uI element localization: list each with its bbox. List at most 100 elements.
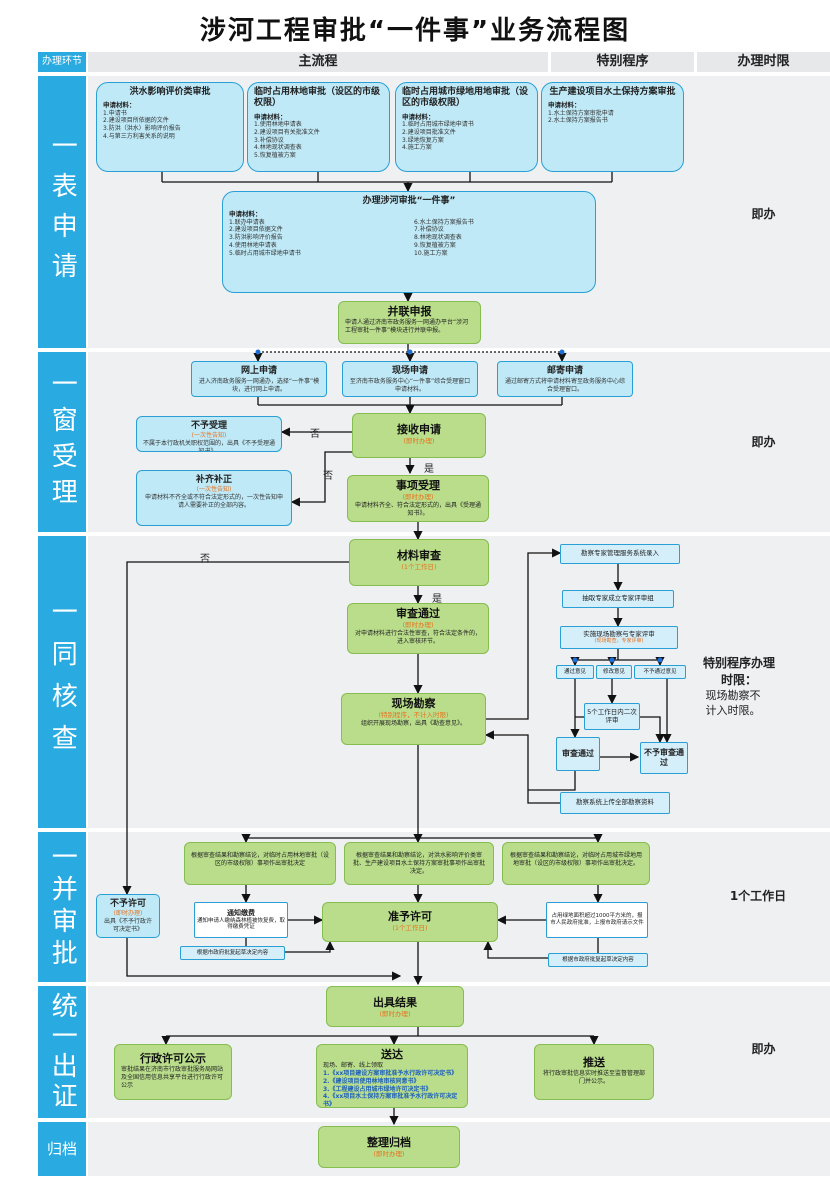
- stage-approve: 一并审批: [38, 832, 86, 982]
- special-step-1: 勘察专家管理服务系统录入: [560, 544, 680, 564]
- stage-accept: 一窗受理: [38, 352, 86, 532]
- apply-box-soil-item: 1.水土保持方案审批申请: [548, 109, 614, 117]
- survey-fail-box: 不予审查通过: [640, 742, 688, 774]
- supplement-desc: 申请材料不齐全或不符合法定形式的，一次性告知申请人需要补正的全部内容。: [144, 494, 283, 509]
- arrow-material-no: [122, 561, 349, 896]
- apply-combined-item: 5.临时占用城市绿地申请书: [229, 249, 301, 257]
- dot-onsite: [407, 349, 413, 355]
- publicity-desc: 审批结果在济南市行政审批服务局网站及全国信用信息共享平台进行行政许可公示: [121, 1066, 224, 1089]
- result-title: 出具结果: [373, 996, 417, 1009]
- apply-combined-item: 10.施工方案: [414, 249, 448, 257]
- reject-sub: (一次性告知): [191, 432, 227, 440]
- deliver-box: 送达 现场、邮寄、线上领取 1.《xx项目建设方案审批准予水行政许可决定书》 2…: [316, 1044, 468, 1108]
- noperm-sub: (即时办理): [113, 910, 143, 918]
- arrow-special-back: [484, 730, 529, 790]
- special-step-3-note: (现场勘查，专家评审): [594, 638, 644, 645]
- material-review-box: 材料审查 (1个工作日): [349, 539, 489, 586]
- time-issue: 即办: [751, 1042, 776, 1056]
- special-step-2: 抽取专家成立专家评审组: [562, 590, 674, 608]
- archive-title: 整理归档: [367, 1136, 411, 1149]
- online-apply-desc: 进入济南政务服务一网通办，选择“一件事”模块，进行网上申请。: [198, 378, 320, 394]
- opinion-reject: 不予通过意见: [634, 665, 686, 679]
- result-box: 出具结果 (即时办理): [326, 986, 464, 1027]
- review-pass-desc: 对申请材料进行合法性审查，符合法定条件的，进入审核环节。: [354, 629, 481, 645]
- header-main: 主流程: [88, 52, 548, 72]
- apply-box-soil-title: 生产建设项目水土保持方案审批: [549, 87, 676, 97]
- fee-title: 通知缴费: [227, 909, 255, 918]
- decision-green: 根据审查结果和勘察结论，对临时占用城市绿地用地审批（设区的市级权限）事项作出审批…: [502, 842, 650, 885]
- apply-box-forest: 临时占用林地审批（设区的市级权限） 申请材料： 1.使用林地申请表 2.建设项目…: [247, 82, 390, 172]
- review-pass-sub: (即时办理): [402, 621, 434, 630]
- dot-op1: [572, 657, 578, 663]
- permit-sub: (1个工作日): [392, 924, 428, 933]
- fee-box: 通知缴费 通知申请人缴纳森林植被恢复费，取得缴费凭证: [194, 902, 288, 938]
- arrow-upload-back: [527, 790, 560, 804]
- second-review-box: 5个工作日内二次评审: [584, 703, 640, 730]
- apply-box-forest-mat: 申请材料：: [254, 112, 287, 121]
- header-time: 办理时限: [697, 52, 830, 72]
- site-survey-sub: (特别程序，不计入时限): [378, 711, 449, 720]
- reject-no-label: 否: [310, 429, 320, 440]
- stage-check-label: 一同核查: [47, 598, 78, 766]
- stage-archive-label: 归档: [46, 1139, 77, 1158]
- arrow-second-fail: [640, 716, 665, 744]
- arrow-to-supplement: [290, 451, 365, 507]
- apply-box-flood-title: 洪水影响评价类审批: [129, 87, 211, 97]
- opinion-pass: 通过意见: [556, 665, 594, 679]
- supplement-no-label: 否: [323, 471, 333, 482]
- onsite-apply-title: 现场申请: [391, 366, 428, 376]
- dot-online: [255, 349, 261, 355]
- apply-box-forest-item: 5.恢复植被方案: [254, 152, 296, 160]
- time-check-note: 现场勘察不计入时限。: [705, 689, 761, 718]
- deliver-title: 送达: [381, 1048, 403, 1061]
- apply-box-flood-item: 2.建设项目所依据的文件: [103, 117, 169, 125]
- apply-combined-item: 6.水土保持方案报告书: [414, 218, 474, 226]
- dot-op3: [657, 657, 663, 663]
- arrow-noperm-result: [126, 938, 402, 981]
- green-note-box: 根据市政府批复起草决定内容: [548, 953, 648, 967]
- result-sub: (即时办理): [379, 1010, 411, 1019]
- apply-combined-item: 2.建设项目依据文件: [229, 226, 283, 234]
- mail-apply-box[interactable]: 邮寄申请 通过邮寄方式将申请材料寄至政务服务中心综合受理窗口。: [497, 361, 633, 397]
- material-yes-label: 是: [432, 594, 442, 605]
- apply-box-green-item: 4.施工方案: [402, 144, 432, 152]
- deliver-item: 3.《工程建设占用城市绿地许可决定书》: [323, 1085, 432, 1093]
- forest-note-box: 根据市政府批复起草决定内容: [180, 946, 285, 960]
- stage-apply-label: 一表申请: [47, 132, 78, 292]
- onsite-apply-box[interactable]: 现场申请 至济南市政务服务中心“一件事”综合受理窗口申请材料。: [342, 361, 478, 397]
- reject-box: 不予受理 (一次性告知) 不属于本行政机关职权范围的，出具《不予受理通知书》。: [136, 416, 282, 452]
- survey-ok-box: 审查通过: [556, 737, 600, 771]
- apply-box-green-item: 1.临时占用城市绿地申请书: [402, 120, 474, 128]
- noperm-desc: 出具《不予行政许可决定书》: [103, 918, 152, 933]
- deliver-item: 1.《xx项目建设方案审批准予水行政许可决定书》: [323, 1070, 458, 1078]
- apply-box-green: 临时占用城市绿地用地审批（设区的市级权限） 申请材料： 1.临时占用城市绿地申请…: [395, 82, 538, 172]
- accepted-sub: (即时办理): [402, 493, 434, 502]
- decision-forest: 根据审查结果和勘察结论，对临时占用林地审批（设区的市级权限）事项作出审批决定: [184, 842, 336, 885]
- apply-box-soil: 生产建设项目水土保持方案审批 申请材料： 1.水土保持方案审批申请 2.水土保持…: [541, 82, 684, 172]
- apply-box-forest-title: 临时占用林地审批（设区的市级权限）: [254, 87, 381, 109]
- receive-apply-title: 接收申请: [397, 423, 441, 436]
- online-apply-title: 网上申请: [240, 366, 277, 376]
- accepted-title: 事项受理: [396, 479, 440, 492]
- apply-combined-mat: 申请材料：: [229, 210, 262, 219]
- reject-desc: 不属于本行政机关职权范围的，出具《不予受理通知书》。: [143, 440, 276, 452]
- apply-box-flood: 洪水影响评价类审批 申请材料： 1.申请书 2.建设项目所依据的文件 3.防洪（…: [96, 82, 244, 172]
- reject-title: 不予受理: [190, 421, 227, 431]
- apply-box-forest-item: 2.建设项目有关批准文件: [254, 128, 320, 136]
- joint-apply-box: 并联申报 申请人通过济南市政务服务一网通办平台“涉河工程审批一件事”模块进行并联…: [338, 301, 481, 344]
- special-step-3: 实施现场勘察与专家评审 (现场勘查，专家评审): [560, 626, 678, 649]
- push-box: 推送 将行政审批信息实时推送至监督管理部门并公示。: [534, 1044, 654, 1100]
- time-check-title: 特别程序办理时限：: [703, 656, 776, 687]
- apply-box-green-mat: 申请材料：: [402, 112, 435, 121]
- online-apply-box[interactable]: 网上申请 进入济南政务服务一网通办，选择“一件事”模块，进行网上申请。: [191, 361, 327, 397]
- material-review-sub: (1个工作日): [401, 563, 437, 572]
- header-special: 特别程序: [551, 52, 694, 72]
- stage-archive: 归档: [38, 1122, 86, 1176]
- joint-apply-desc: 申请人通过济南市政务服务一网通办平台“涉河工程审批一件事”模块进行并联申报。: [345, 319, 469, 335]
- site-survey-title: 现场勘察: [391, 697, 436, 710]
- apply-box-flood-item: 4.与第三方利害关系的说明: [103, 133, 175, 141]
- stage-apply: 一表申请: [38, 76, 86, 348]
- accepted-box: 事项受理 (即时办理) 申请材料齐全、符合法定形式的，出具《受理通知书》。: [347, 475, 489, 522]
- accepted-yes-label: 是: [424, 464, 434, 475]
